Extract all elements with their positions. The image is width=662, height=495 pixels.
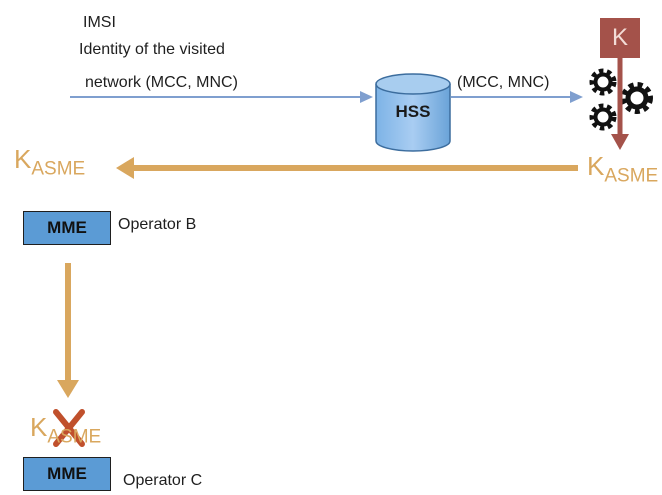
operator-c-label: Operator C [123, 472, 203, 489]
kasme-main: K [14, 144, 32, 174]
request-imsi-label: IMSI [83, 14, 116, 31]
forward-arrow [451, 91, 583, 103]
hss-label: HSS [395, 102, 431, 121]
kasme-sub: ASME [31, 158, 86, 180]
secret-key-box: K [600, 18, 640, 58]
database-icon [375, 73, 451, 152]
mme-c-label: MME [47, 464, 87, 483]
request-identity-label: Identity of the visited [79, 41, 225, 58]
kasme-operator-b-label: KASME [14, 146, 85, 179]
secret-key-label: K [611, 24, 628, 51]
kasme-sub: ASME [604, 165, 659, 187]
operator-b-label: Operator B [118, 216, 197, 233]
forward-label: (MCC, MNC) [457, 74, 550, 91]
mme-operator-c: MME [23, 457, 111, 491]
kasme-operator-c-label: KASME [30, 414, 101, 447]
key-derivation-arrow [611, 56, 629, 150]
kasme-sub: ASME [47, 426, 102, 448]
kasme-main: K [30, 412, 48, 442]
kasme-main: K [587, 151, 605, 181]
mme-operator-b: MME [23, 211, 111, 245]
kasme-derived-label: KASME [587, 153, 658, 186]
cross-icon [53, 409, 85, 447]
kasme-delivery-arrow [116, 157, 578, 179]
request-network-label: network (MCC, MNC) [85, 74, 238, 91]
gears-icon [589, 68, 653, 131]
kasme-transfer-arrow [57, 263, 79, 398]
request-arrow [70, 91, 373, 103]
mme-b-label: MME [47, 218, 87, 237]
